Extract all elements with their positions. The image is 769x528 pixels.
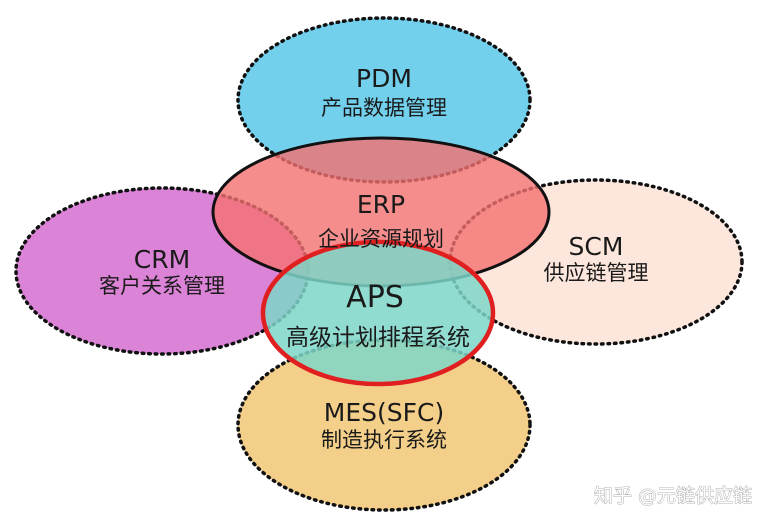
aps-subtitle: 高级计划排程系统 xyxy=(286,325,470,351)
mes-subtitle: 制造执行系统 xyxy=(321,428,447,452)
crm-title: CRM xyxy=(134,245,190,274)
mes-title: MES(SFC) xyxy=(324,398,444,427)
scm-subtitle: 供应链管理 xyxy=(544,261,649,285)
erp-subtitle: 企业资源规划 xyxy=(318,227,444,251)
pdm-subtitle: 产品数据管理 xyxy=(321,96,447,120)
watermark-text: 知乎 @元链供应链 xyxy=(594,485,752,507)
pdm-title: PDM xyxy=(356,64,412,93)
scm-title: SCM xyxy=(569,232,624,261)
crm-subtitle: 客户关系管理 xyxy=(99,274,225,298)
aps-ellipse xyxy=(260,239,496,387)
erp-title: ERP xyxy=(357,190,405,219)
aps-title: APS xyxy=(346,280,404,315)
